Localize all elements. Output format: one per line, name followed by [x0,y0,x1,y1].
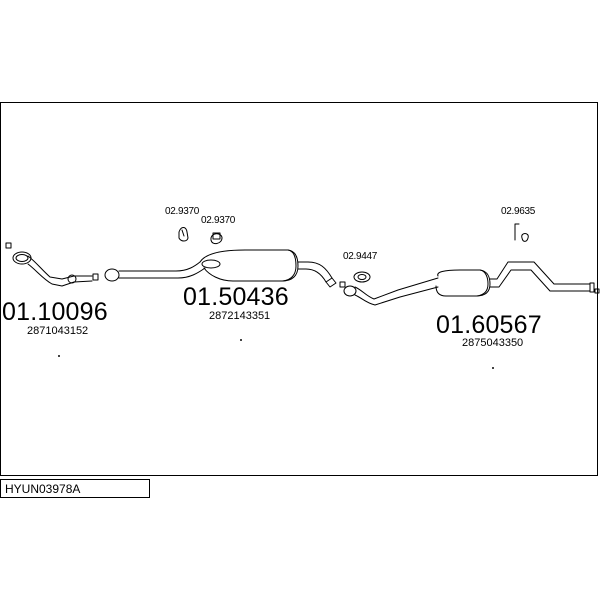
section-part-number: 01.50436 [183,283,289,311]
section-oem-number: 2875043350 [462,337,524,349]
leader-dot [492,367,494,369]
section-part-number: 01.10096 [2,298,108,326]
assembly-code-box [0,479,150,498]
clamp-label: 02.9447 [343,251,378,262]
front-flange-marker [5,242,12,249]
section-part-number: 01.60567 [436,311,542,339]
clamp-label: 02.9370 [165,206,200,217]
clamp-label: 02.9635 [501,206,536,217]
middle-silencer [104,249,346,288]
leader-dot [240,339,242,341]
front-pipe [5,242,99,287]
leader-dot [58,355,60,357]
clamp-shapes [178,223,529,283]
assembly-code: HYUN03978A [5,482,81,496]
rear-silencer [343,261,600,306]
section-oem-number: 2871043152 [27,325,89,337]
section-oem-number: 2872143351 [209,310,271,322]
clamp-label: 02.9370 [201,215,236,226]
